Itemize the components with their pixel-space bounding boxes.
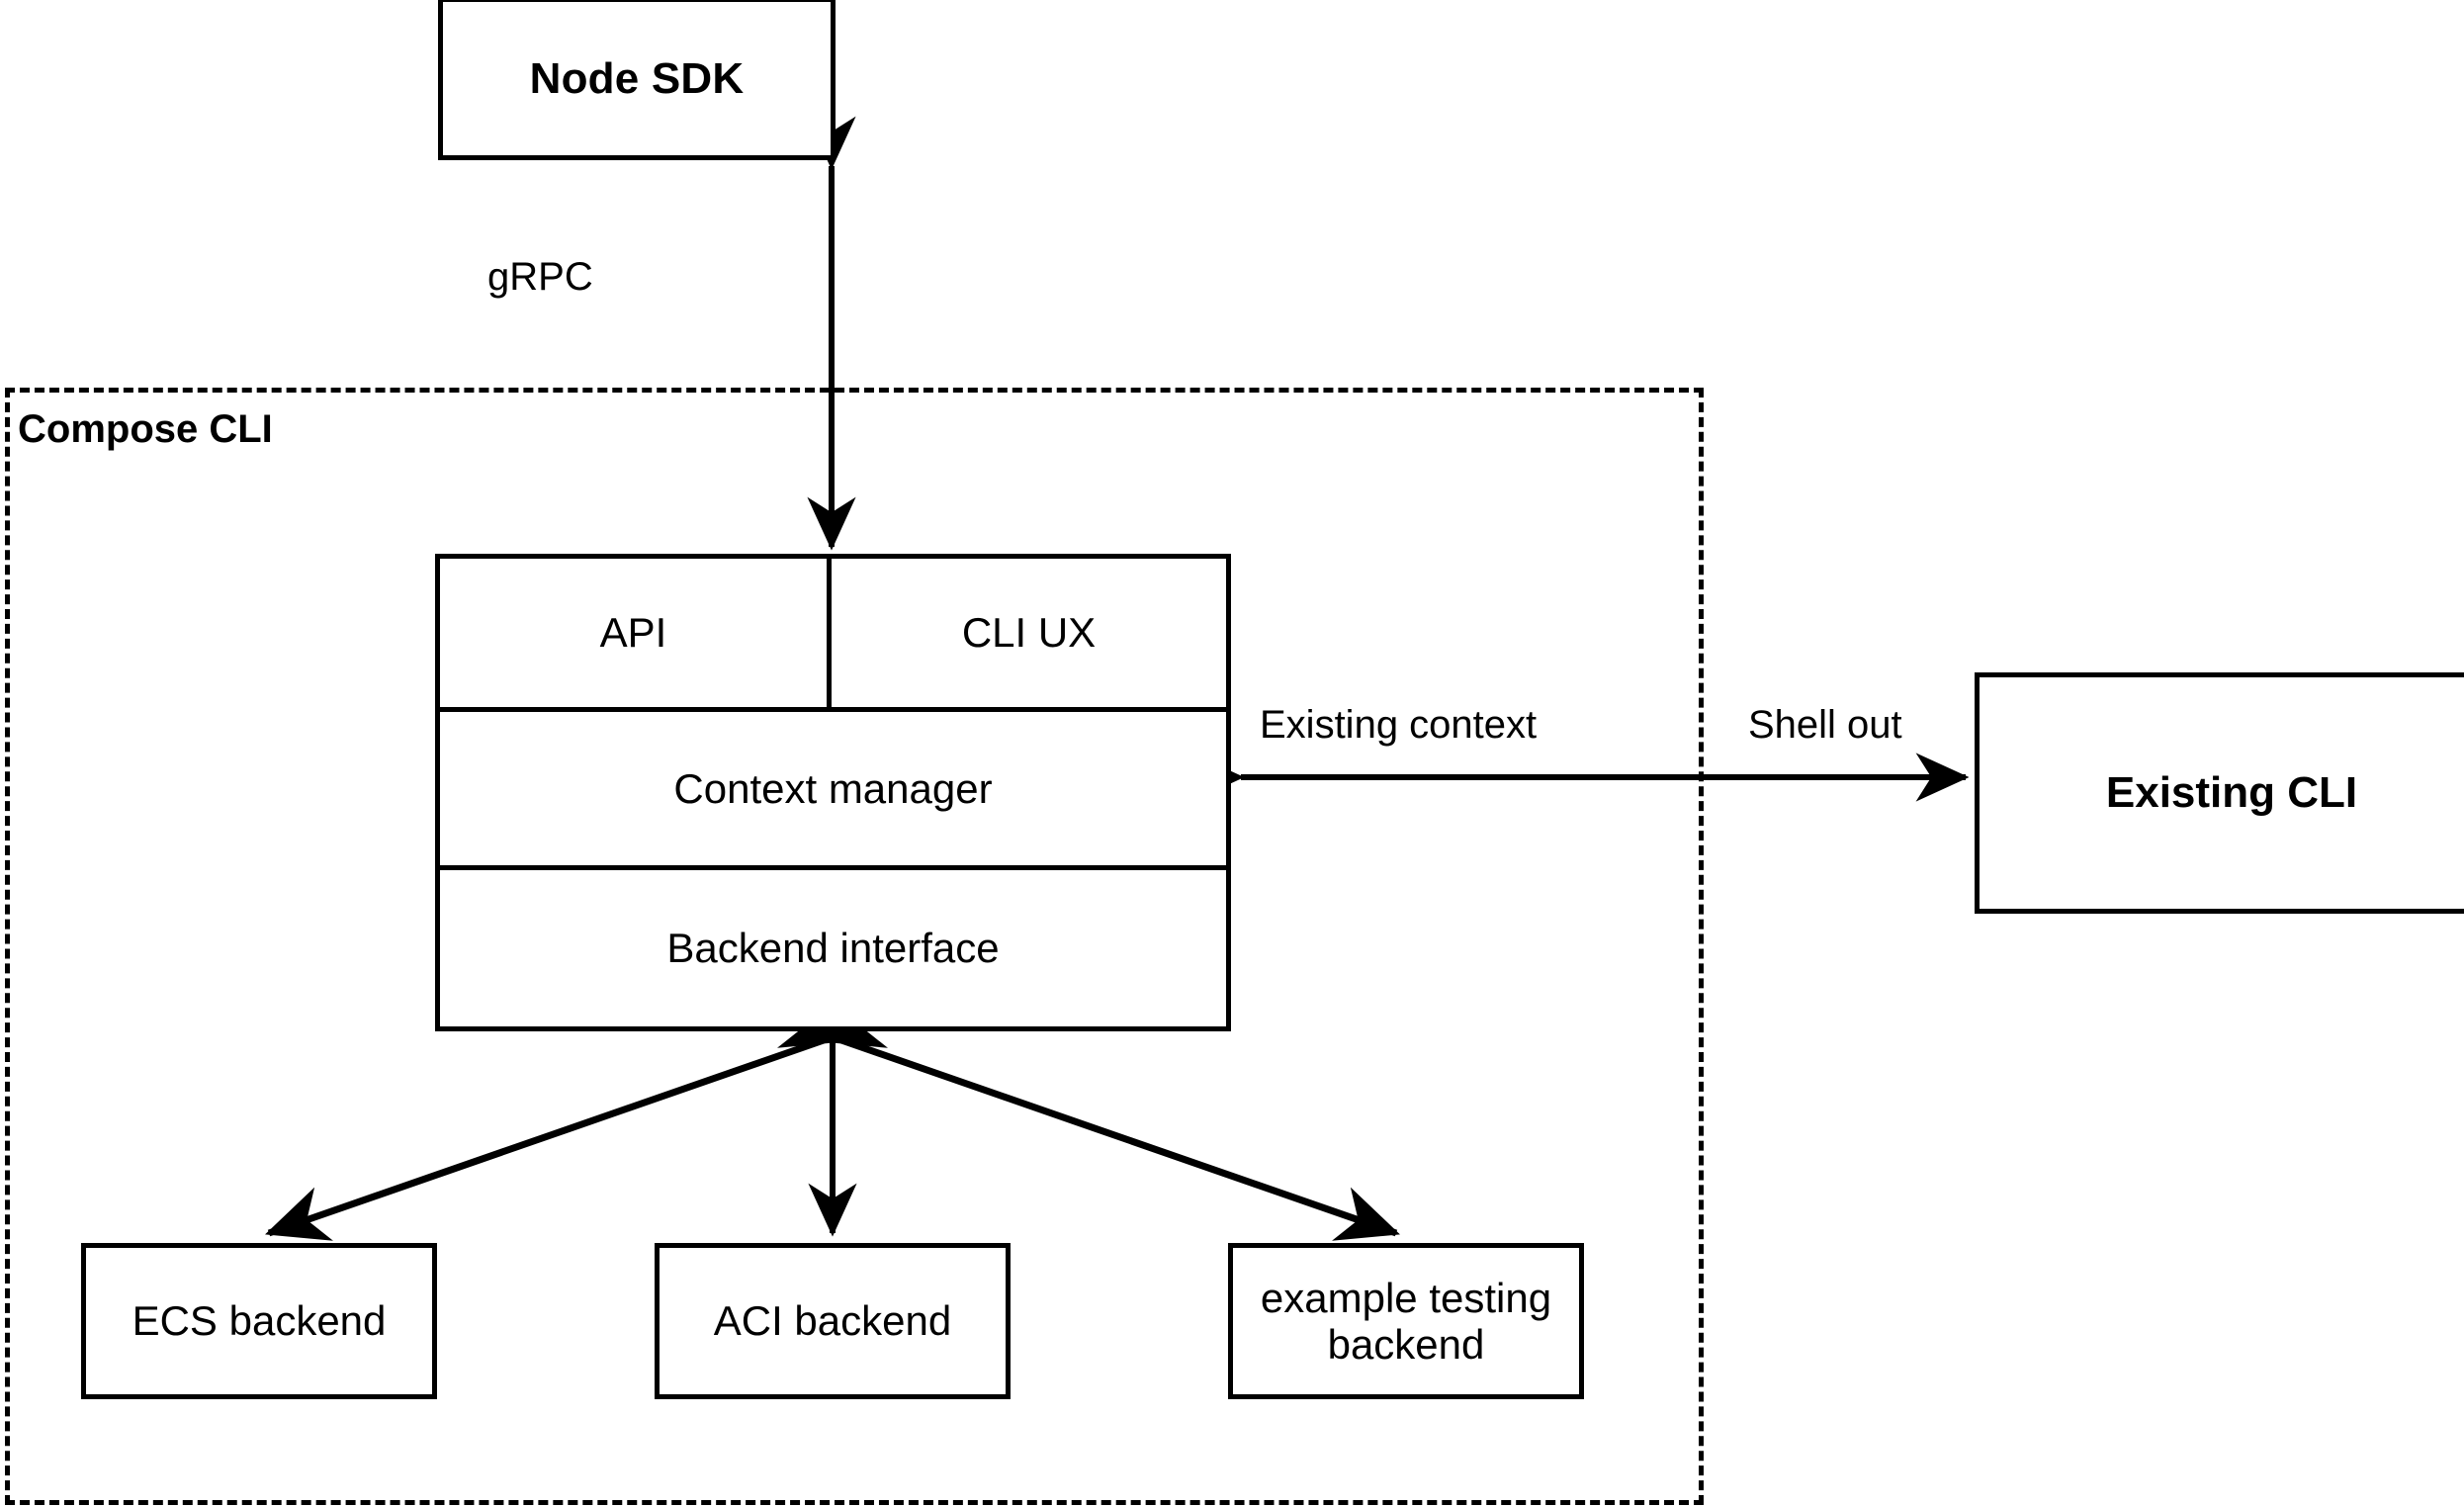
cli-ux-label: CLI UX [961,609,1097,656]
context-manager-label: Context manager [673,764,993,812]
edge-label-existing-context: Existing context [1260,703,1538,747]
stack-row-api-cliux: API CLI UX [440,559,1226,712]
compose-cli-group-label: Compose CLI [18,407,273,451]
aci-backend-label: ACI backend [713,1297,952,1345]
example-testing-backend-label: example testing backend [1261,1275,1551,1368]
edge-label-shell-out: Shell out [1748,703,1902,747]
backend-interface-cell[interactable]: Backend interface [440,870,1226,1026]
compose-cli-group [5,388,1704,1505]
existing-cli-label: Existing CLI [2105,768,2358,817]
edge-label-grpc: gRPC [487,255,593,299]
existing-cli-box[interactable]: Existing CLI [1975,672,2464,914]
compose-cli-stack: API CLI UX Context manager Backend inter… [435,554,1231,1031]
backend-interface-label: Backend interface [666,925,1000,971]
example-testing-backend-line1: example testing [1260,1274,1552,1321]
api-cell[interactable]: API [440,559,832,707]
context-manager-cell[interactable]: Context manager [440,712,1226,870]
ecs-backend-box[interactable]: ECS backend [81,1243,437,1399]
ecs-backend-label: ECS backend [132,1297,387,1345]
node-sdk-box[interactable]: Node SDK [438,0,836,160]
example-testing-backend-line2: backend [1327,1321,1485,1368]
api-label: API [599,609,667,656]
cli-ux-cell[interactable]: CLI UX [832,559,1226,707]
example-testing-backend-box[interactable]: example testing backend [1228,1243,1584,1399]
aci-backend-box[interactable]: ACI backend [655,1243,1011,1399]
node-sdk-label: Node SDK [529,53,745,103]
